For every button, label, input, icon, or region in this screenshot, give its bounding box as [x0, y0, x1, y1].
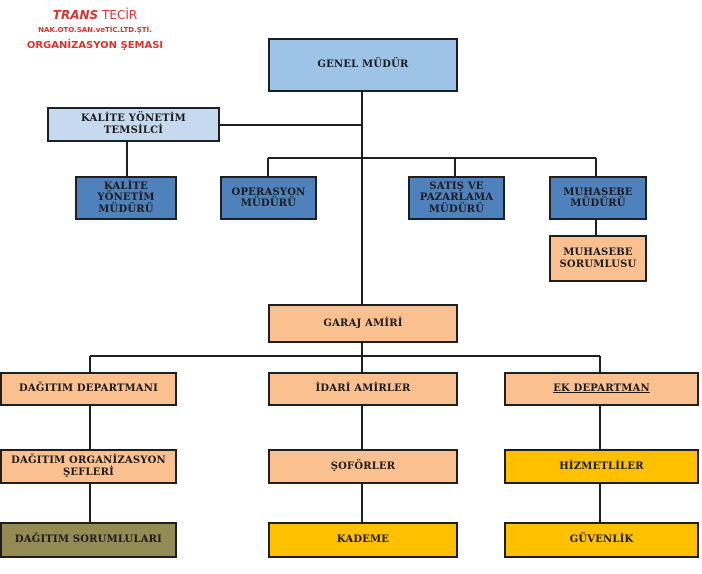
node-label: KADEME: [336, 534, 390, 546]
node-label: GARAJ AMİRİ: [323, 317, 403, 329]
node-kalite-mudur: KALİTE YÖNETİM MÜDÜRÜ: [75, 176, 177, 220]
node-dagitim-sefleri: DAĞITIM ORGANİZASYON ŞEFLERİ: [0, 449, 177, 484]
node-genel-mudur: GENEL MÜDÜR: [268, 38, 458, 92]
node-label: SATIŞ VE PAZARLAMA MÜDÜRÜ: [419, 180, 494, 215]
brand-trans: TRANS: [52, 8, 99, 22]
company-name: NAK.OTO.SAN.veTİC.LTD.ŞTİ.: [38, 26, 152, 34]
node-kalite-temsilci: KALİTE YÖNETİM TEMSİLCİ: [47, 107, 220, 142]
node-hizmetliler: HİZMETLİLER: [504, 449, 699, 484]
node-label: GÜVENLİK: [569, 534, 634, 546]
node-operasyon: OPERASYON MÜDÜRÜ: [220, 176, 317, 220]
node-label: DAĞITIM DEPARTMANI: [19, 383, 158, 395]
node-satis: SATIŞ VE PAZARLAMA MÜDÜRÜ: [408, 176, 505, 220]
brand-tecir: TECİR: [102, 8, 138, 22]
header-brand-line: TRANS TECİR: [0, 8, 190, 22]
node-label: HİZMETLİLER: [559, 460, 644, 472]
node-label: EK DEPARTMAN: [553, 383, 650, 395]
node-kademe: KADEME: [268, 522, 458, 558]
node-label: İDARİ AMİRLER: [315, 383, 411, 395]
node-garaj-amiri: GARAJ AMİRİ: [268, 304, 458, 343]
node-label: MUHASEBE MÜDÜRÜ: [563, 186, 633, 210]
node-label: KALİTE YÖNETİM MÜDÜRÜ: [97, 180, 155, 215]
node-label: OPERASYON MÜDÜRÜ: [231, 186, 306, 210]
node-label: KALİTE YÖNETİM TEMSİLCİ: [81, 113, 186, 136]
node-idari-amirler: İDARİ AMİRLER: [268, 372, 458, 406]
node-label: DAĞITIM SORUMLULARI: [14, 534, 163, 546]
node-label: GENEL MÜDÜR: [317, 59, 409, 71]
node-label: MUHASEBE SORUMLUSU: [559, 247, 637, 270]
node-muhasebe-sorumlu: MUHASEBE SORUMLUSU: [549, 235, 647, 282]
node-muhasebe-mudur: MUHASEBE MÜDÜRÜ: [549, 176, 647, 220]
node-dagitim-departmani: DAĞITIM DEPARTMANI: [0, 372, 177, 406]
chart-title: ORGANİZASYON ŞEMASI: [26, 40, 164, 51]
node-soforler: ŞOFÖRLER: [268, 449, 458, 484]
node-ek-departman: EK DEPARTMAN: [504, 372, 699, 406]
node-dagitim-sorumlulari: DAĞITIM SORUMLULARI: [0, 522, 177, 558]
node-guvenlik: GÜVENLİK: [504, 522, 699, 558]
node-label: ŞOFÖRLER: [330, 460, 396, 472]
node-label: DAĞITIM ORGANİZASYON ŞEFLERİ: [11, 455, 166, 478]
